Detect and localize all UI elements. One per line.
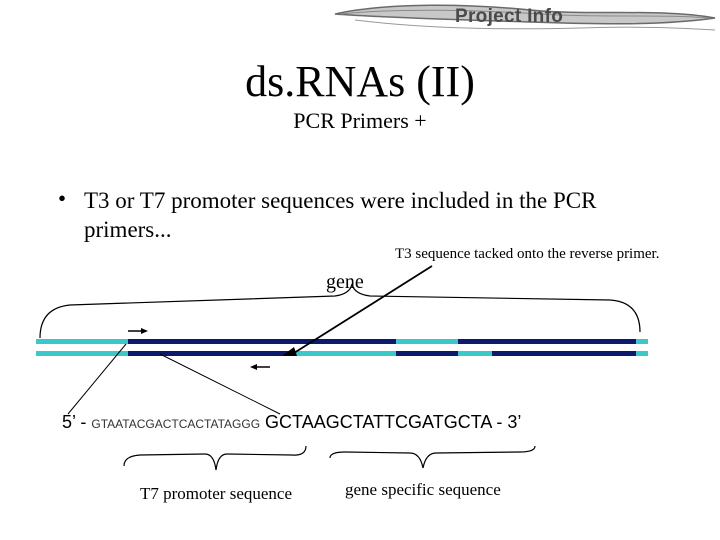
gene-specific-label: gene specific sequence bbox=[345, 480, 501, 500]
sequence-prefix: 5’ - bbox=[62, 412, 86, 432]
t7-brace bbox=[124, 446, 306, 470]
gene-specific-brace bbox=[330, 446, 535, 468]
forward-primer-arrow bbox=[128, 328, 148, 334]
primer-expansion-line-right bbox=[160, 354, 280, 414]
dna-double-strand bbox=[36, 339, 648, 356]
reverse-primer-arrow bbox=[250, 364, 270, 370]
t7-sequence: GTAATACGACTCACTATAGGG bbox=[91, 417, 260, 431]
gene-brace bbox=[40, 284, 640, 338]
t7-promoter-label: T7 promoter sequence bbox=[140, 484, 292, 504]
gene-sequence: GCTAAGCTATTCGATGCTA - 3’ bbox=[265, 412, 521, 432]
primer-sequence: 5’ - GTAATACGACTCACTATAGGG GCTAAGCTATTCG… bbox=[62, 412, 521, 433]
